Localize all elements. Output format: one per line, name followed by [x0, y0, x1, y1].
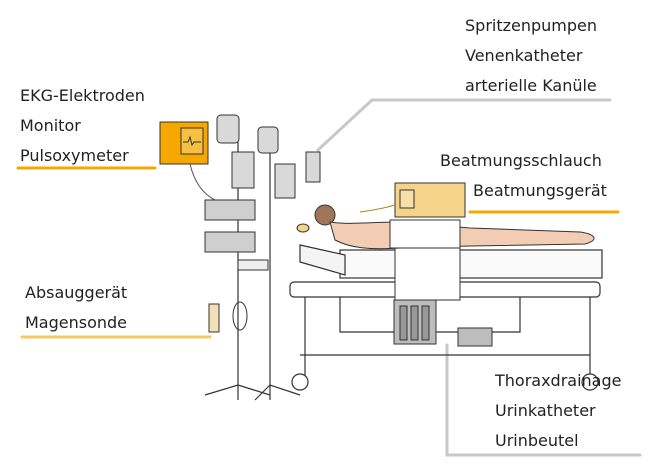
label-beatmungsschlauch: Beatmungsschlauch	[440, 151, 602, 170]
monitor-icon	[159, 121, 216, 201]
label-pulsoxymeter: Pulsoxymeter	[20, 146, 129, 165]
ventilator-icon	[359, 182, 466, 218]
label-urinkatheter: Urinkatheter	[495, 401, 596, 420]
drainage-devices	[393, 244, 493, 347]
label-venenkatheter: Venenkatheter	[465, 46, 583, 65]
leader-infusion	[316, 98, 612, 152]
label-urinbeutel: Urinbeutel	[495, 431, 579, 450]
label-spritzenpumpen: Spritzenpumpen	[465, 16, 598, 35]
tube-coil-icon	[232, 301, 248, 331]
infusion-pumps	[204, 114, 321, 271]
label-absauggeraet: Absauggerät	[25, 283, 128, 302]
label-beatmungsgeraet: Beatmungsgerät	[473, 181, 607, 200]
label-ekg-elektroden: EKG-Elektroden	[20, 86, 145, 105]
label-thoraxdrainage: Thoraxdrainage	[495, 371, 622, 390]
label-monitor: Monitor	[20, 116, 81, 135]
suction-bottle-icon	[208, 303, 220, 333]
leader-lines	[16, 98, 642, 457]
label-arterielle-kanuele: arterielle Kanüle	[465, 76, 597, 95]
leader-drainage	[445, 343, 642, 457]
patient	[296, 204, 595, 250]
label-magensonde: Magensonde	[25, 313, 128, 332]
